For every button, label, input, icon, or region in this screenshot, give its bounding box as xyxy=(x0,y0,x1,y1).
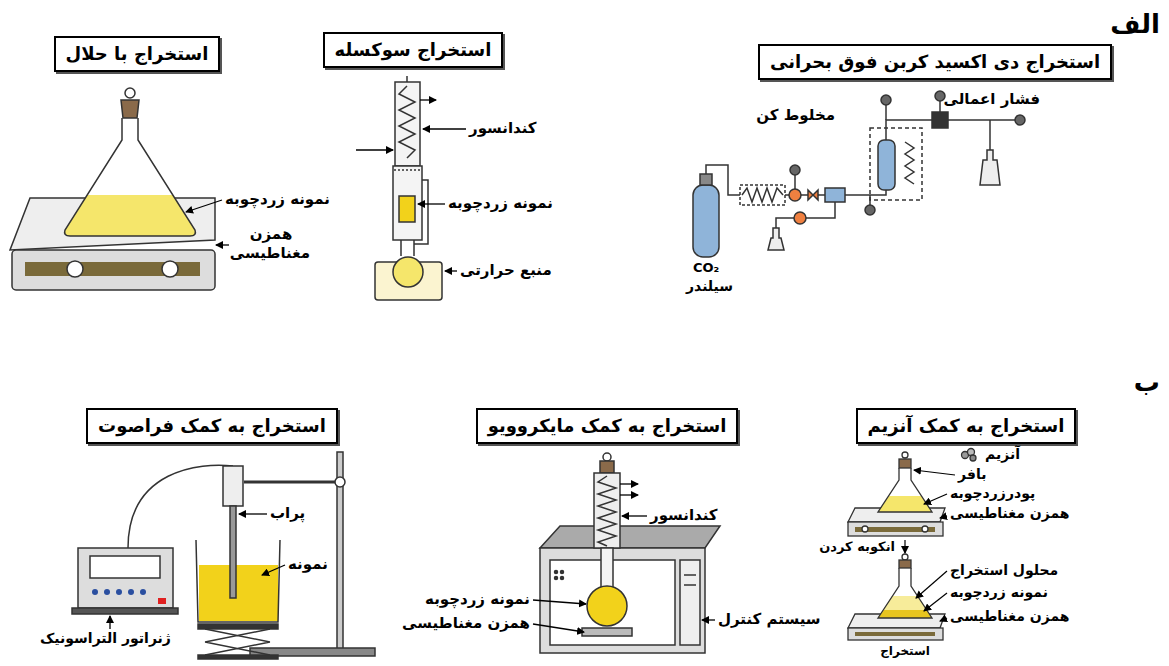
section-letter: الف xyxy=(1110,8,1160,41)
gas-label: CO₂ xyxy=(693,260,719,276)
title-box: استخراج به کمک فراصوت xyxy=(86,408,338,444)
part-label: منبع حرارتی xyxy=(460,261,552,280)
ultrasound-setup xyxy=(72,452,375,659)
part-label: محلول استخراج xyxy=(950,562,1058,580)
step-label: انکوبه کردن xyxy=(819,539,895,555)
title-text: استخراج با حلال xyxy=(66,41,209,67)
title-box: استخراج به کمک آنزیم xyxy=(856,408,1077,444)
part-label: همزن مغناطیسی xyxy=(950,505,1069,523)
title-box: استخراج دی اکسید کربن فوق بحرانی xyxy=(758,44,1112,80)
part-label: نمونه زردچوبه xyxy=(425,590,530,609)
part-label: سیستم کنترل xyxy=(718,610,821,629)
soxhlet-apparatus xyxy=(375,76,442,300)
part-label: همزن مغناطیسی xyxy=(402,614,530,633)
microwave-oven xyxy=(540,453,720,653)
title-text: استخراج به کمک مایکروویو xyxy=(488,413,727,439)
part-label: همزن مغناطیسی xyxy=(950,608,1069,626)
part-label: آنزیم xyxy=(985,446,1020,464)
co2-system xyxy=(693,91,1025,257)
title-box: استخراج با حلال xyxy=(54,36,221,72)
title-box: استخراج سوکسله xyxy=(323,32,504,68)
title-box: استخراج به کمک مایکروویو xyxy=(476,408,739,444)
part-label: مخلوط کن xyxy=(756,106,835,125)
part-label: نمونه زردچوبه xyxy=(225,190,330,209)
part-label: ژنراتور التراسونیک xyxy=(40,630,171,648)
part-label: نمونه زردچوبه xyxy=(950,584,1048,602)
part-label: سیلندر xyxy=(686,278,733,296)
part-label: نمونه زردچوبه xyxy=(448,194,553,213)
part-label: فشار اعمالی xyxy=(944,90,1040,109)
part-label: کندانسور xyxy=(469,119,537,138)
title-text: استخراج به کمک فراصوت xyxy=(98,413,326,439)
title-text: استخراج سوکسله xyxy=(335,37,492,63)
leader-line xyxy=(905,470,955,621)
leader-line xyxy=(110,514,285,629)
part-label: پودرزردچوبه xyxy=(950,485,1035,503)
section-letter: ب xyxy=(1134,366,1160,399)
part-label: همزن مغناطیسی xyxy=(232,225,310,263)
coolant-arrow xyxy=(356,100,436,150)
conical-flask xyxy=(65,88,196,236)
part-label: نمونه xyxy=(288,555,328,574)
part-label: کندانسور xyxy=(650,506,718,525)
step-label: استخراج xyxy=(880,644,930,659)
part-label: بافر xyxy=(958,466,986,484)
title-text: استخراج دی اکسید کربن فوق بحرانی xyxy=(770,49,1100,75)
title-text: استخراج به کمک آنزیم xyxy=(868,413,1065,439)
part-label: پراب xyxy=(270,504,305,523)
leader-line xyxy=(186,200,229,245)
